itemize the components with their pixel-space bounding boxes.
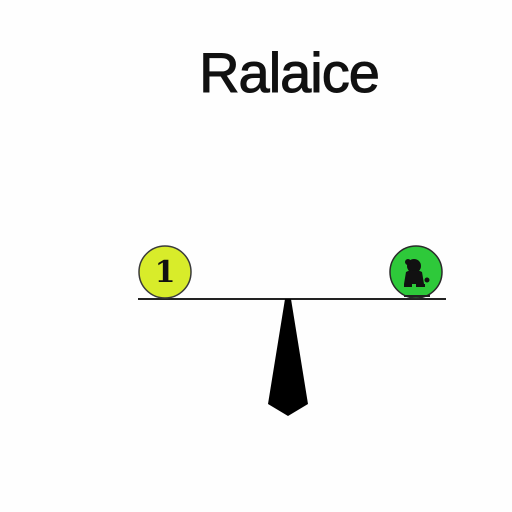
fulcrum [268, 299, 308, 416]
left-weight-label: 1 [154, 255, 176, 290]
left-weight [138, 245, 192, 299]
page-title: Ralaice [199, 41, 381, 105]
figure-icon [404, 259, 430, 287]
left-weight-ball [138, 245, 192, 299]
right-weight [389, 245, 443, 299]
